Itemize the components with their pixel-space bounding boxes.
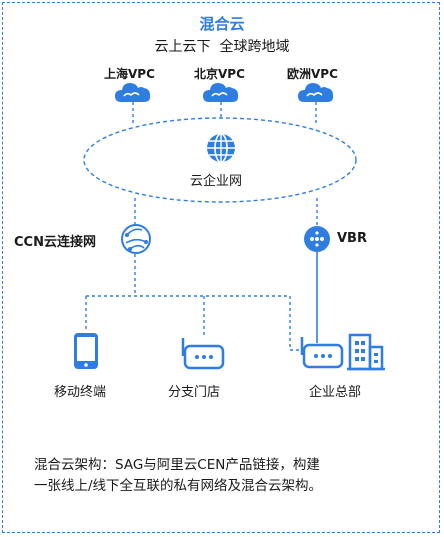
vpc-label-europe: 欧洲VPC <box>287 67 338 81</box>
diagram-frame <box>2 2 440 533</box>
globe-icon <box>207 133 235 163</box>
building-icon <box>347 333 385 371</box>
cloud-icon <box>203 83 239 102</box>
ccn-label: CCN云连接网 <box>14 235 96 250</box>
footer-description: 混合云架构：SAG与阿里云CEN产品链接，构建 一张线上/线下全互联的私有网络及… <box>34 455 419 497</box>
vpc-label-shanghai: 上海VPC <box>104 67 155 81</box>
footer-line-1: 混合云架构：SAG与阿里云CEN产品链接，构建 <box>34 457 320 473</box>
sag-device-icon <box>181 338 225 370</box>
cloud-icon <box>115 83 151 102</box>
endpoint-label-hq: 企业总部 <box>309 385 362 400</box>
diagram-subtitle: 云上云下 全球跨地域 <box>154 39 290 55</box>
vbr-label: VBR <box>337 231 367 246</box>
vbr-icon <box>304 226 330 252</box>
ccn-icon <box>121 224 151 254</box>
endpoint-label-mobile: 移动终端 <box>54 385 107 400</box>
diagram-title: 混合云 <box>199 15 245 33</box>
endpoint-label-branch: 分支门店 <box>168 385 221 400</box>
phone-icon <box>74 333 98 369</box>
cloud-icon <box>298 83 334 102</box>
vpc-label-beijing: 北京VPC <box>194 67 245 81</box>
sag-device-icon <box>300 337 344 369</box>
footer-line-2: 一张线上/线下全互联的私有网络及混合云架构。 <box>34 478 323 494</box>
cloud-enterprise-network-ellipse <box>83 117 357 203</box>
cloud-enterprise-network-label: 云企业网 <box>190 174 243 189</box>
